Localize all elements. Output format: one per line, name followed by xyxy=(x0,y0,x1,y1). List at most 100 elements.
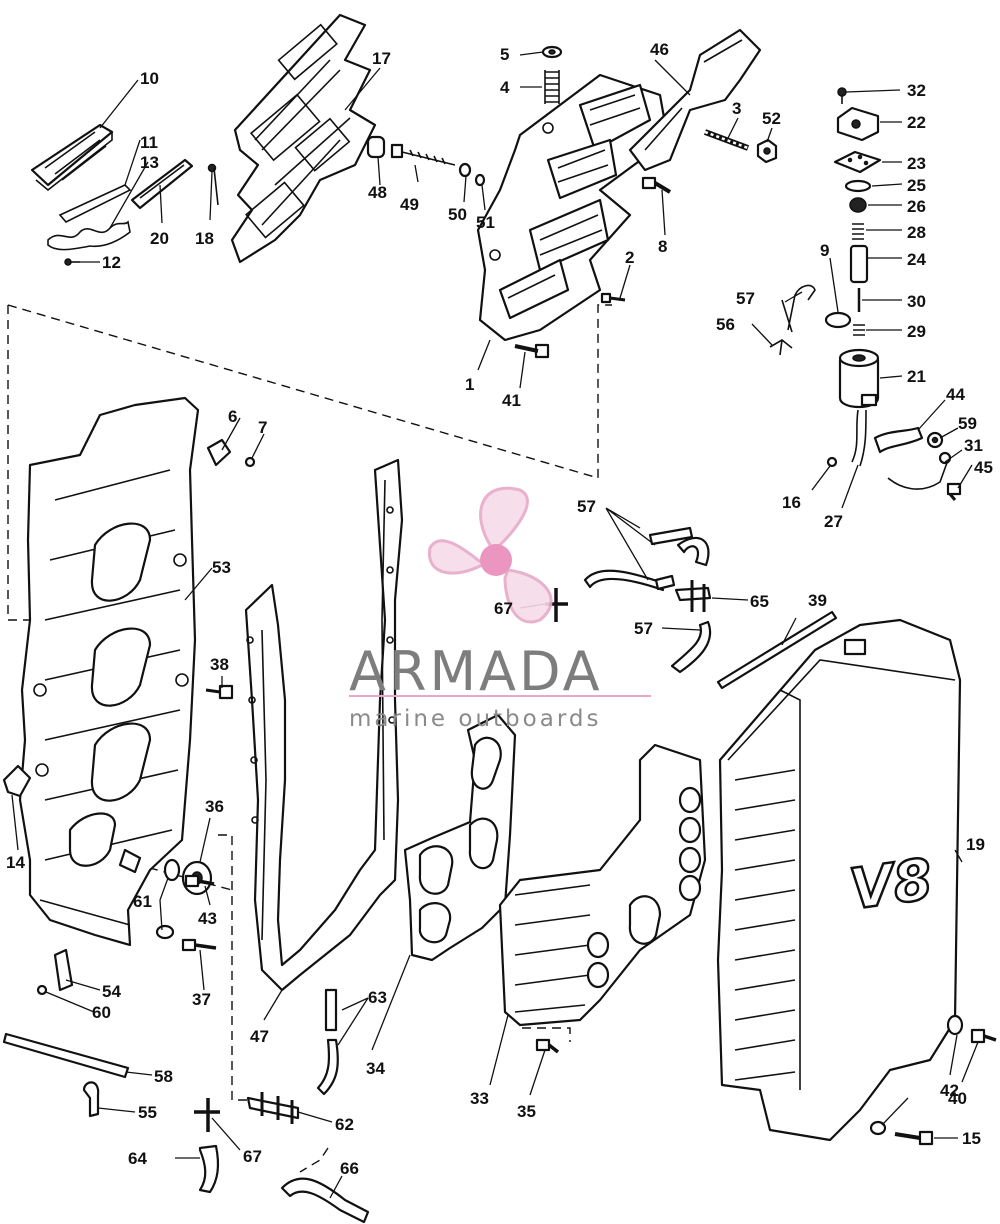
v8-badge-label: V8 xyxy=(846,847,937,923)
callout-39: 39 xyxy=(808,591,827,610)
part-63-hoses xyxy=(316,988,339,1096)
part-4-spring xyxy=(544,70,560,104)
callout-51: 51 xyxy=(476,213,495,232)
part-32-screw xyxy=(837,87,847,104)
callout-61: 61 xyxy=(133,892,152,911)
callout-62: 62 xyxy=(335,1115,354,1134)
callout-38: 38 xyxy=(210,655,229,674)
callout-15: 15 xyxy=(962,1129,981,1148)
callout-27: 27 xyxy=(824,512,843,531)
callout-28: 28 xyxy=(907,223,926,242)
callout-67-middle: 67 xyxy=(494,599,513,618)
callout-1: 1 xyxy=(465,375,474,394)
part-42-washer xyxy=(869,1014,964,1136)
callout-17: 17 xyxy=(372,49,391,68)
part-5-washer xyxy=(541,45,563,59)
callout-16: 16 xyxy=(782,493,801,512)
leader-lines xyxy=(11,51,979,1199)
callout-22: 22 xyxy=(907,113,926,132)
callout-10: 10 xyxy=(140,69,159,88)
callout-33: 33 xyxy=(470,1089,489,1108)
part-26-check-valve xyxy=(849,197,867,213)
part-3-stud xyxy=(703,129,750,151)
callout-53: 53 xyxy=(212,558,231,577)
callout-12: 12 xyxy=(102,253,121,272)
part-53-cover-plate xyxy=(18,396,200,947)
part-40-screw xyxy=(970,1028,997,1044)
callout-9: 9 xyxy=(820,241,829,260)
part-67-tee-lower xyxy=(194,1098,220,1132)
part-46-gasket xyxy=(628,28,762,172)
part-33-exhaust-manifold xyxy=(498,743,707,1027)
part-37-screw xyxy=(181,938,217,952)
part-48-spacer xyxy=(366,135,386,159)
part-51-washer xyxy=(474,173,486,187)
callout-19: 19 xyxy=(966,835,985,854)
callout-31: 31 xyxy=(964,436,983,455)
callout-13: 13 xyxy=(140,153,159,172)
part-57-hose-lower xyxy=(670,620,712,674)
callout-56: 56 xyxy=(716,315,735,334)
callout-37: 37 xyxy=(192,990,211,1009)
part-58-tube xyxy=(2,1032,130,1079)
watermark-brand: ARMADA xyxy=(349,640,603,703)
callout-57-lower: 57 xyxy=(634,619,653,638)
callout-29: 29 xyxy=(907,322,926,341)
part-7-screw xyxy=(244,456,256,468)
callout-34: 34 xyxy=(366,1059,385,1078)
part-47-gasket xyxy=(244,458,404,992)
part-49-bolt xyxy=(390,143,456,166)
callout-32: 32 xyxy=(907,81,926,100)
callout-35: 35 xyxy=(517,1102,536,1121)
callout-57-top: 57 xyxy=(736,289,755,308)
part-29-spring xyxy=(853,324,865,336)
callout-44: 44 xyxy=(946,385,965,404)
part-24-plunger xyxy=(849,244,869,284)
part-22-valve-body xyxy=(836,106,880,142)
part-61-washer-a xyxy=(163,858,181,882)
part-64-hose xyxy=(198,1144,220,1194)
part-20-plate xyxy=(130,158,194,210)
callout-55: 55 xyxy=(138,1103,157,1122)
callout-5: 5 xyxy=(500,45,509,64)
part-9-clip xyxy=(824,311,852,329)
part-2-screw xyxy=(600,292,626,304)
armada-watermark: ARMADA marine outboards xyxy=(349,486,651,732)
part-66-hose xyxy=(280,1177,370,1224)
callout-3: 3 xyxy=(732,99,741,118)
callout-50: 50 xyxy=(448,205,467,224)
part-56-fitting xyxy=(769,339,793,356)
part-21-solenoid xyxy=(838,348,880,467)
part-62-manifold-fitting xyxy=(246,1092,300,1124)
callout-30: 30 xyxy=(907,292,926,311)
part-1-intake-manifold xyxy=(476,73,670,342)
part-10-plate xyxy=(30,123,114,192)
callout-numbers: 10 11 13 12 20 18 17 48 49 50 51 5 4 46 … xyxy=(6,40,993,1178)
part-44-clamp xyxy=(873,426,924,454)
callout-21: 21 xyxy=(907,367,926,386)
callout-63: 63 xyxy=(368,988,387,1007)
part-43-screw xyxy=(184,874,215,888)
part-18-screw xyxy=(207,163,219,206)
callout-4: 4 xyxy=(500,78,510,97)
callout-40: 40 xyxy=(948,1089,967,1108)
callout-36: 36 xyxy=(205,797,224,816)
part-12-screw xyxy=(64,258,80,266)
callout-11: 11 xyxy=(140,133,158,152)
part-59-lockwasher xyxy=(926,431,944,449)
part-34-gasket xyxy=(403,713,517,962)
part-65-tee-fitting xyxy=(674,580,712,612)
callout-43: 43 xyxy=(198,909,217,928)
callout-18: 18 xyxy=(195,229,214,248)
callout-2: 2 xyxy=(625,248,634,267)
callout-26: 26 xyxy=(907,197,926,216)
part-52-nut xyxy=(756,138,778,164)
part-15-screw xyxy=(894,1130,934,1146)
callout-41: 41 xyxy=(502,391,521,410)
part-39-tube xyxy=(716,610,838,690)
part-16-screw xyxy=(826,456,838,468)
callout-14: 14 xyxy=(6,853,25,872)
callout-58: 58 xyxy=(154,1067,173,1086)
callout-57-middle: 57 xyxy=(577,497,596,516)
